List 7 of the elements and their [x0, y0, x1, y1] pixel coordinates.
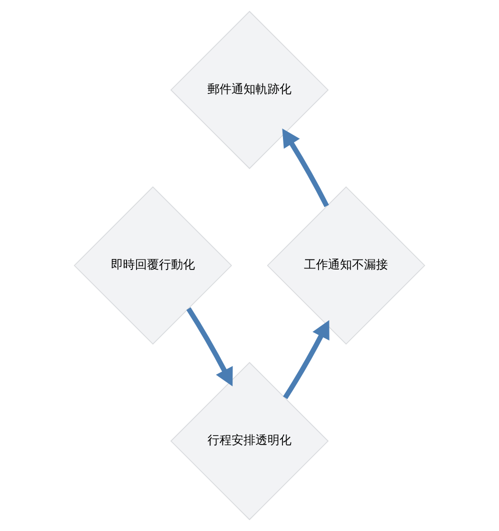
arrow [186, 307, 233, 386]
node-diamond: 行程安排透明化 [170, 362, 329, 520]
node-diamond: 工作通知不漏接 [266, 186, 426, 345]
arrow [282, 128, 329, 208]
arrow [283, 320, 330, 400]
node-diamond: 郵件通知軌跡化 [170, 10, 329, 170]
node-diamond: 即時回覆行動化 [74, 186, 232, 345]
